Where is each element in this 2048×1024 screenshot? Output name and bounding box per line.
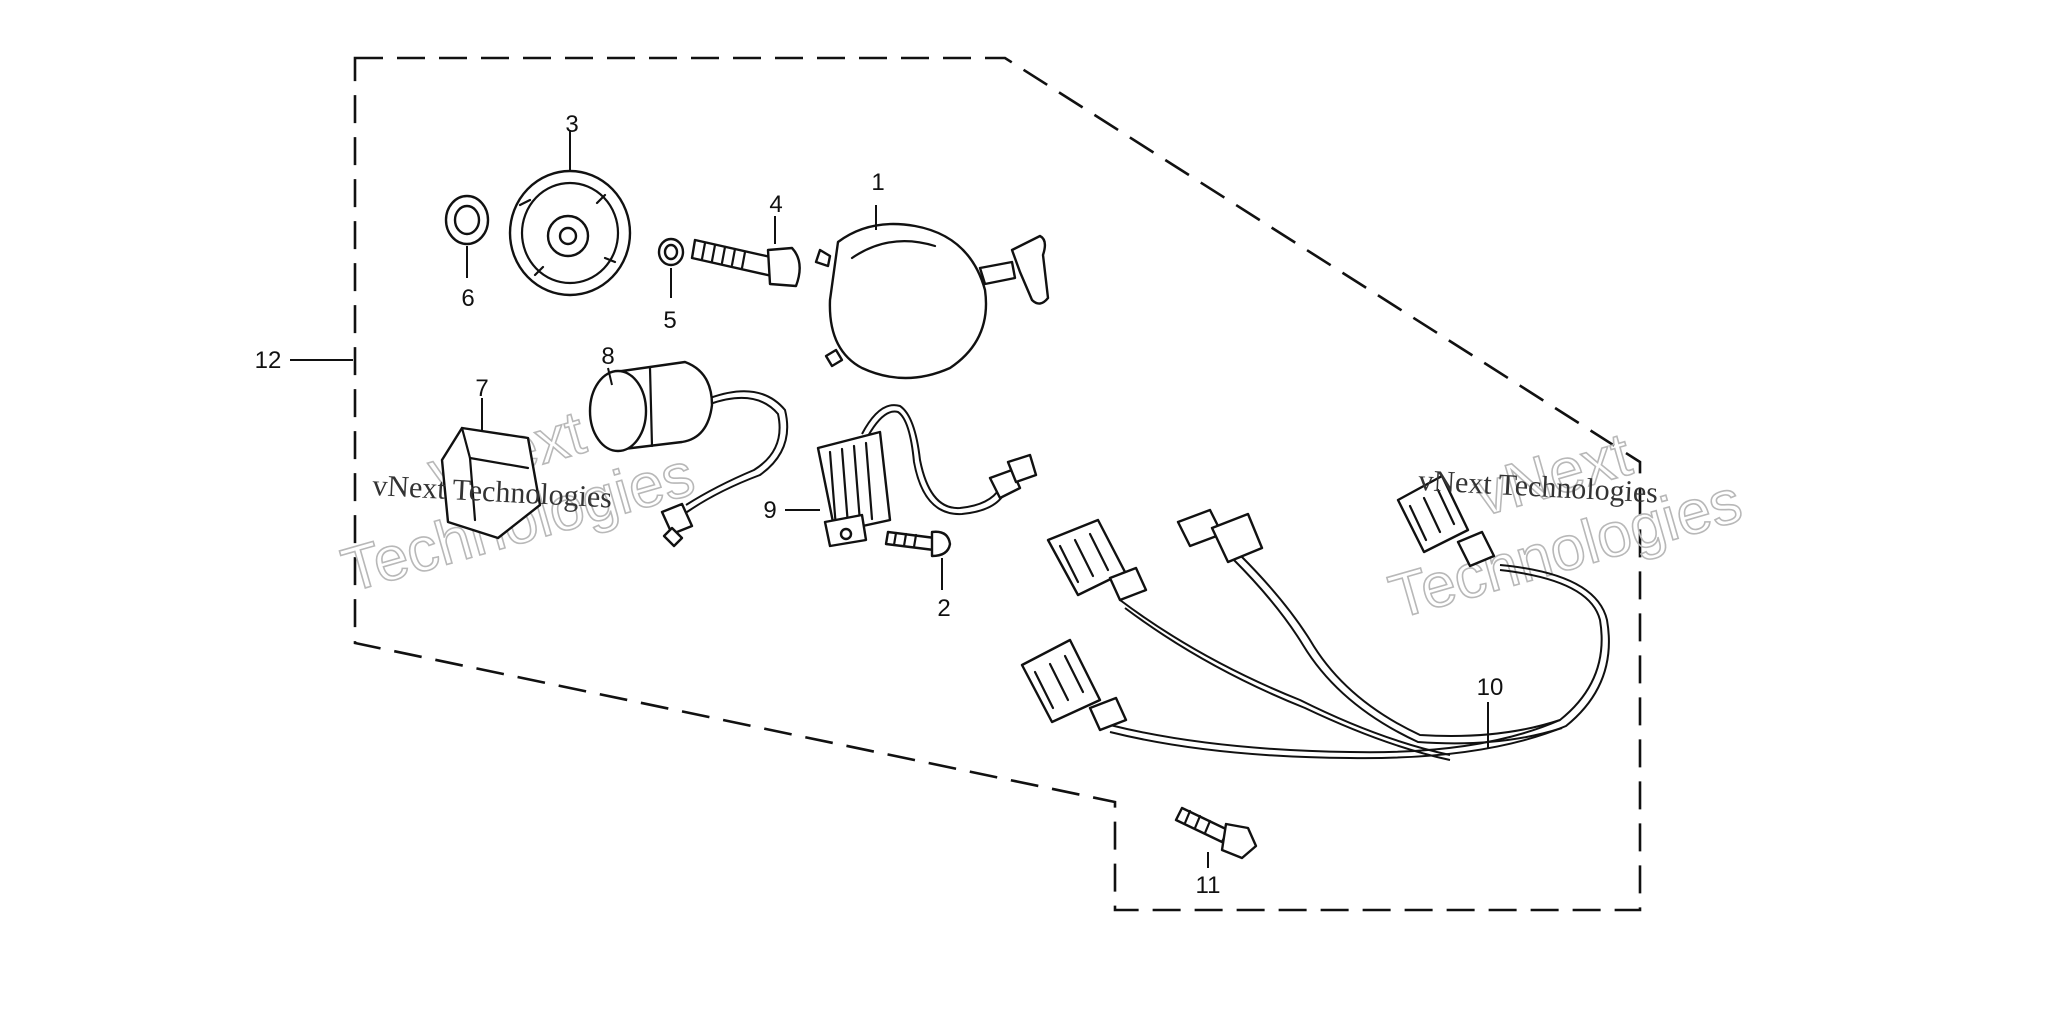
part-9-regulator xyxy=(816,404,1038,548)
callout-12: 12 xyxy=(255,347,282,374)
callout-6: 6 xyxy=(461,285,474,312)
callout-1: 1 xyxy=(871,169,884,196)
part-7-module xyxy=(440,426,542,540)
callout-3: 3 xyxy=(565,111,578,138)
callout-5: 5 xyxy=(663,307,676,334)
part-4-bolt xyxy=(690,238,801,288)
callout-9: 9 xyxy=(763,497,776,524)
part-6-seal xyxy=(444,194,490,246)
part-11-bolt xyxy=(1174,806,1258,860)
callout-2: 2 xyxy=(937,595,950,622)
callout-7: 7 xyxy=(475,375,488,402)
leader-8 xyxy=(607,367,613,386)
part-8-coil xyxy=(588,360,789,548)
callout-11: 11 xyxy=(1196,872,1221,899)
part-5-washer xyxy=(657,237,685,267)
part-1-recoil-starter xyxy=(814,222,1050,380)
part-3-pulley xyxy=(508,169,632,297)
kit-boundary xyxy=(353,56,1642,912)
callout-10: 10 xyxy=(1477,674,1504,701)
callout-8: 8 xyxy=(601,343,614,370)
callout-4: 4 xyxy=(769,191,782,218)
part-10-harness xyxy=(1020,474,1610,761)
part-2-bolt xyxy=(884,530,952,558)
